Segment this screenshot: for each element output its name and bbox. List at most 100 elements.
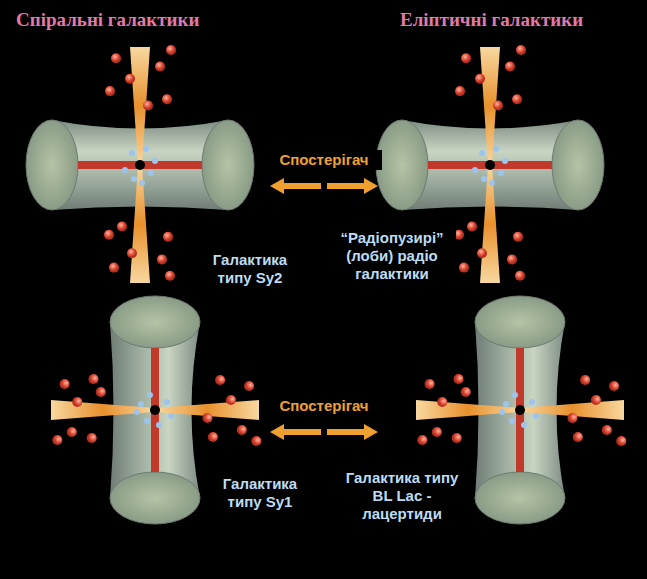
accretion-disk bbox=[78, 161, 202, 169]
narrow-line-cloud bbox=[503, 401, 509, 407]
black-hole bbox=[485, 160, 495, 170]
broad-line-cloud bbox=[215, 375, 225, 385]
jet bbox=[130, 165, 150, 283]
narrow-line-cloud bbox=[152, 158, 158, 164]
broad-line-cloud bbox=[455, 86, 465, 96]
torus-end bbox=[110, 296, 200, 348]
jet bbox=[480, 165, 500, 283]
narrow-line-cloud bbox=[489, 180, 495, 186]
broad-line-cloud bbox=[417, 435, 427, 445]
galaxy-type-label: Галактика типу Sy1 bbox=[208, 474, 312, 512]
narrow-line-cloud bbox=[509, 418, 515, 424]
narrow-line-cloud bbox=[498, 170, 504, 176]
narrow-line-cloud bbox=[479, 150, 485, 156]
observer-arrow bbox=[270, 424, 378, 440]
broad-line-cloud bbox=[143, 100, 153, 110]
black-hole bbox=[135, 160, 145, 170]
broad-line-cloud bbox=[432, 427, 442, 437]
broad-line-cloud bbox=[89, 374, 99, 384]
narrow-line-cloud bbox=[156, 422, 162, 428]
broad-line-cloud bbox=[507, 254, 517, 264]
narrow-line-cloud bbox=[512, 392, 518, 398]
broad-line-cloud bbox=[208, 432, 218, 442]
broad-line-cloud bbox=[580, 375, 590, 385]
broad-line-cloud bbox=[505, 61, 515, 71]
broad-line-cloud bbox=[155, 61, 165, 71]
narrow-line-cloud bbox=[147, 392, 153, 398]
broad-line-cloud bbox=[515, 271, 525, 281]
torus-end bbox=[552, 120, 604, 210]
broad-line-cloud bbox=[493, 100, 503, 110]
broad-line-cloud bbox=[96, 387, 106, 397]
broad-line-cloud bbox=[616, 436, 626, 446]
jet bbox=[51, 400, 155, 420]
broad-line-cloud bbox=[425, 379, 435, 389]
observer-arrow bbox=[270, 178, 378, 194]
torus-end bbox=[376, 120, 428, 210]
narrow-line-cloud bbox=[131, 176, 137, 182]
broad-line-cloud bbox=[109, 263, 119, 273]
broad-line-cloud bbox=[513, 232, 523, 242]
narrow-line-cloud bbox=[144, 418, 150, 424]
broad-line-cloud bbox=[437, 397, 447, 407]
broad-line-cloud bbox=[602, 425, 612, 435]
broad-line-cloud bbox=[67, 427, 77, 437]
narrow-line-cloud bbox=[143, 146, 149, 152]
broad-line-cloud bbox=[125, 74, 135, 84]
broad-line-cloud bbox=[226, 395, 236, 405]
broad-line-cloud bbox=[60, 379, 70, 389]
broad-line-cloud bbox=[461, 387, 471, 397]
black-hole bbox=[150, 405, 160, 415]
accretion-disk bbox=[151, 348, 159, 472]
broad-line-cloud bbox=[567, 413, 577, 423]
broad-line-cloud bbox=[166, 45, 176, 55]
narrow-line-cloud bbox=[129, 150, 135, 156]
broad-line-cloud bbox=[202, 413, 212, 423]
narrow-line-cloud bbox=[472, 167, 478, 173]
broad-line-cloud bbox=[461, 53, 471, 63]
broad-line-cloud bbox=[467, 222, 477, 232]
broad-line-cloud bbox=[452, 433, 462, 443]
broad-line-cloud bbox=[105, 86, 115, 96]
narrow-line-cloud bbox=[134, 409, 140, 415]
torus-end bbox=[475, 296, 565, 348]
broad-line-cloud bbox=[72, 397, 82, 407]
narrow-line-cloud bbox=[164, 399, 170, 405]
black-hole bbox=[515, 405, 525, 415]
broad-line-cloud bbox=[459, 263, 469, 273]
broad-line-cloud bbox=[165, 271, 175, 281]
broad-line-cloud bbox=[111, 53, 121, 63]
broad-line-cloud bbox=[251, 436, 261, 446]
narrow-line-cloud bbox=[529, 399, 535, 405]
torus-end bbox=[110, 472, 200, 524]
agn-model bbox=[26, 45, 254, 283]
broad-line-cloud bbox=[573, 432, 583, 442]
broad-line-cloud bbox=[477, 248, 487, 258]
galaxy-type-label: “Радіопузирі” (лоби) радіо галактики bbox=[328, 228, 456, 284]
group-heading: Еліптичні галактики bbox=[398, 8, 628, 33]
broad-line-cloud bbox=[244, 381, 254, 391]
narrow-line-cloud bbox=[493, 146, 499, 152]
narrow-line-cloud bbox=[139, 180, 145, 186]
observer-label: Спостерігач bbox=[266, 396, 382, 416]
narrow-line-cloud bbox=[122, 167, 128, 173]
broad-line-cloud bbox=[163, 232, 173, 242]
broad-line-cloud bbox=[104, 230, 114, 240]
broad-line-cloud bbox=[52, 435, 62, 445]
broad-line-cloud bbox=[87, 433, 97, 443]
torus-end bbox=[202, 120, 254, 210]
broad-line-cloud bbox=[591, 395, 601, 405]
accretion-disk bbox=[428, 161, 552, 169]
galaxy-type-label: Галактика типу Sy2 bbox=[198, 250, 302, 288]
narrow-line-cloud bbox=[481, 176, 487, 182]
broad-line-cloud bbox=[157, 254, 167, 264]
narrow-line-cloud bbox=[138, 401, 144, 407]
narrow-line-cloud bbox=[168, 413, 174, 419]
torus-end bbox=[475, 472, 565, 524]
narrow-line-cloud bbox=[521, 422, 527, 428]
broad-line-cloud bbox=[475, 74, 485, 84]
observer-label: Спостерігач bbox=[266, 150, 382, 170]
torus-end bbox=[26, 120, 78, 210]
